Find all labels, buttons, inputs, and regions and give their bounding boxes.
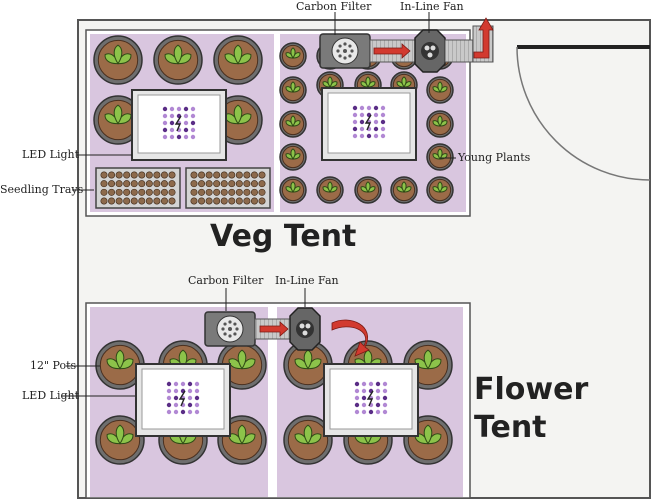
young-plant-pot-9: [279, 143, 307, 171]
young-plant-pot-13: [354, 176, 382, 204]
young-plant-pot-8: [426, 110, 454, 138]
seedling-trays-label: Seedling Trays: [0, 183, 84, 196]
leader-lines: [62, 12, 456, 397]
veg-airflow-arrow-2: [473, 17, 494, 59]
young-plant-pot-6: [426, 76, 454, 104]
veg-led-light-label: LED Light: [22, 148, 80, 161]
flower-airflow-arrow: [259, 321, 289, 337]
veg-carbon-filter-label: Carbon Filter: [296, 0, 372, 13]
flower-tent-title-line2: Tent: [474, 410, 547, 445]
seedling-tray-right: [185, 167, 271, 209]
flower-pot-left-3: [95, 415, 145, 465]
veg-inline-fan-label: In-Line Fan: [400, 0, 464, 13]
young-plants-label: Young Plants: [458, 151, 531, 164]
young-plant-pot-0: [279, 42, 307, 70]
door: [516, 45, 651, 181]
veg-large-pot-0: [93, 35, 143, 85]
veg-duct-2: [444, 39, 474, 63]
young-plant-pot-10: [426, 143, 454, 171]
flower-inline-fan-label: In-Line Fan: [275, 274, 339, 287]
seedling-tray-left: [95, 167, 181, 209]
veg-large-pot-1: [153, 35, 203, 85]
veg-tent-title: Veg Tent: [210, 219, 357, 254]
flower-pot-left-0: [95, 340, 145, 390]
flower-led-light-label: LED Light: [22, 389, 80, 402]
veg-led-light-left: [131, 89, 227, 161]
flower-pot-right-3: [283, 415, 333, 465]
young-plant-pot-12: [316, 176, 344, 204]
flower-inline-fan: [289, 307, 321, 351]
flower-pots-label: 12" Pots: [30, 359, 77, 372]
young-plant-pot-14: [390, 176, 418, 204]
young-plant-pot-11: [279, 176, 307, 204]
flower-carbon-filter: [204, 311, 256, 347]
flower-led-light-right: [323, 363, 419, 437]
veg-large-pot-3: [93, 95, 143, 145]
young-plant-pot-15: [426, 176, 454, 204]
young-plant-pot-5: [279, 76, 307, 104]
flower-pot-right-0: [283, 340, 333, 390]
veg-airflow-arrow-1: [373, 43, 411, 59]
veg-led-light-right: [321, 87, 417, 161]
veg-carbon-filter: [319, 33, 371, 69]
flower-carbon-filter-label: Carbon Filter: [188, 274, 264, 287]
flower-tent-title-line1: Flower: [474, 372, 589, 407]
flower-led-light-left: [135, 363, 231, 437]
veg-inline-fan: [414, 29, 446, 73]
flower-exhaust-arrow: [331, 319, 370, 357]
veg-large-pot-2: [213, 35, 263, 85]
young-plant-pot-7: [279, 110, 307, 138]
